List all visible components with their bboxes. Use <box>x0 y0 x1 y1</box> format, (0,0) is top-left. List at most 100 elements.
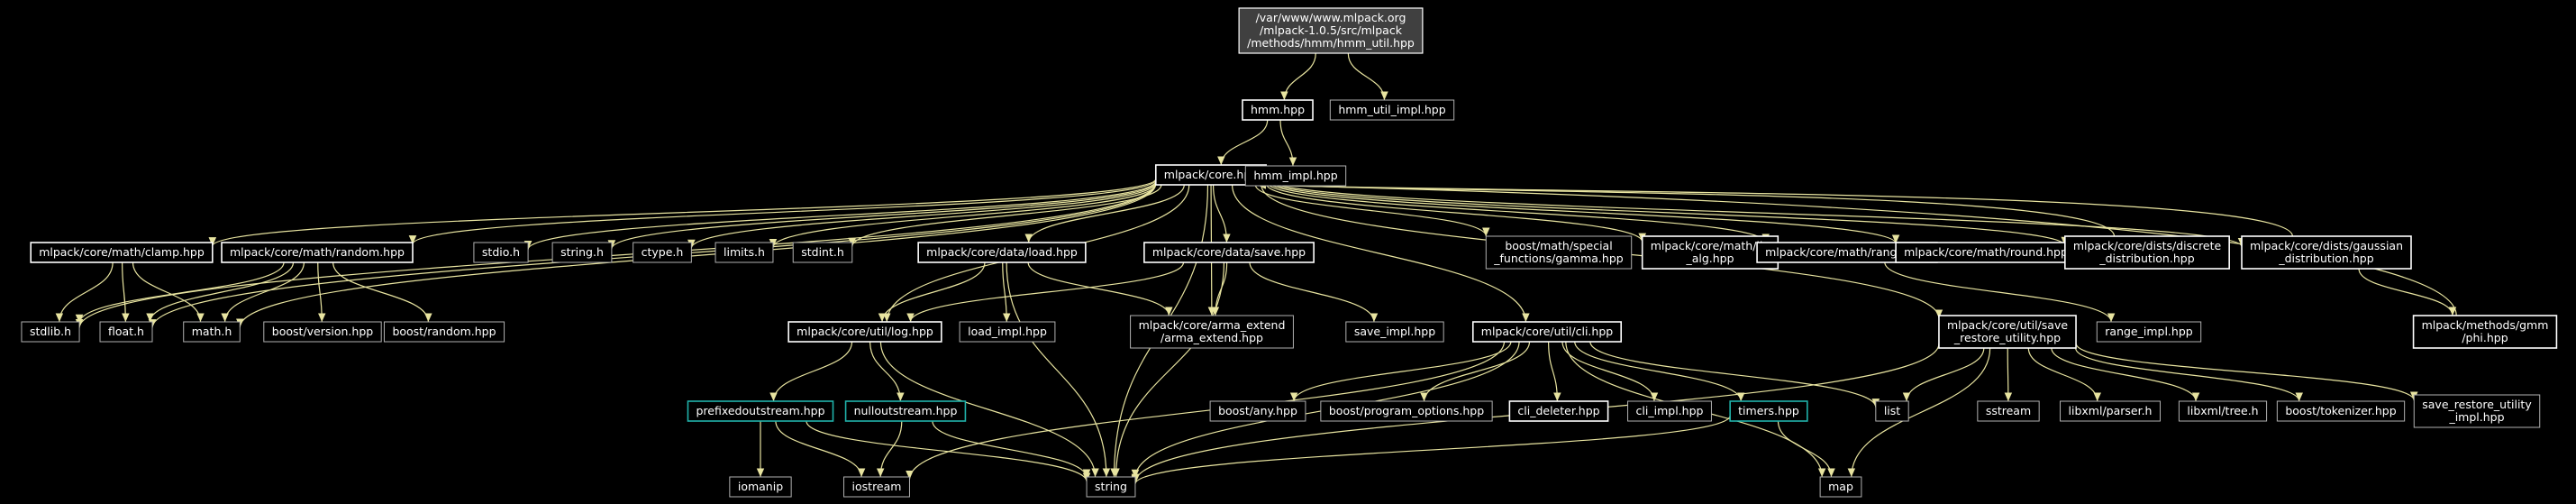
graph-node-discrete[interactable]: mlpack/core/dists/discrete_distribution.… <box>2064 235 2230 270</box>
node-label: save_restore_utility <box>2422 398 2532 411</box>
graph-node-boost-tokenizer[interactable]: boost/tokenizer.hpp <box>2276 400 2406 422</box>
graph-node-hmm-util-impl[interactable]: hmm_util_impl.hpp <box>1329 99 1455 121</box>
graph-node-gaussian[interactable]: mlpack/core/dists/gaussian_distribution.… <box>2241 235 2412 270</box>
node-label: mlpack/core/dists/gaussian <box>2250 239 2403 252</box>
node-label: _functions/gamma.hpp <box>1493 252 1623 265</box>
graph-node-cli-impl[interactable]: cli_impl.hpp <box>1627 400 1712 422</box>
graph-node-limits[interactable]: limits.h <box>715 242 774 263</box>
node-box <box>383 321 505 343</box>
node-label: stdint.h <box>801 245 844 259</box>
include-edge-sru-to-boost-tokenizer <box>2075 347 2303 402</box>
include-edge-prefixed-to-string <box>806 420 1091 482</box>
include-edge-hmm-to-hmm-impl <box>1279 119 1297 167</box>
graph-node-hmm[interactable]: hmm.hpp <box>1242 99 1314 121</box>
graph-node-stdio[interactable]: stdio.h <box>473 242 529 263</box>
graph-node-string[interactable]: string <box>1086 476 1136 498</box>
node-box <box>1238 7 1424 54</box>
node-label: _distribution.hpp <box>2278 252 2373 265</box>
node-box <box>1485 235 1633 270</box>
graph-node-stdlib[interactable]: stdlib.h <box>21 321 80 343</box>
graph-node-libxml-tree[interactable]: libxml/tree.h <box>2178 400 2268 422</box>
node-label: boost/any.hpp <box>1218 404 1297 417</box>
graph-node-phi[interactable]: mlpack/methods/gmm/phi.hpp <box>2412 315 2558 349</box>
node-label: mlpack/core/math/random.hpp <box>230 245 405 259</box>
node-label: hmm.hpp <box>1251 103 1305 116</box>
graph-node-sru-impl[interactable]: save_restore_utility_impl.hpp <box>2413 394 2541 428</box>
graph-node-stdint[interactable]: stdint.h <box>792 242 853 263</box>
graph-node-map[interactable]: map <box>1819 476 1862 498</box>
graph-node-hmm-impl[interactable]: hmm_impl.hpp <box>1244 165 1347 187</box>
graph-node-load[interactable]: mlpack/core/data/load.hpp <box>917 242 1087 263</box>
node-box <box>1345 321 1444 343</box>
node-label: mlpack/core/dists/discrete <box>2073 239 2222 252</box>
graph-node-save-impl[interactable]: save_impl.hpp <box>1345 321 1444 343</box>
graph-node-boost-any[interactable]: boost/any.hpp <box>1209 400 1306 422</box>
include-edge-cli-to-iostream <box>906 341 1506 480</box>
node-label: mlpack/methods/gmm <box>2422 318 2549 332</box>
include-edge-hmm-to-core <box>1217 119 1269 166</box>
node-label: load_impl.hpp <box>968 325 1047 338</box>
graph-node-log[interactable]: mlpack/core/util/log.hpp <box>787 321 942 343</box>
node-label: iomanip <box>738 480 783 493</box>
node-box <box>1130 315 1294 349</box>
graph-node-prefixed[interactable]: prefixedoutstream.hpp <box>687 400 834 422</box>
graph-node-cli-deleter[interactable]: cli_deleter.hpp <box>1508 400 1609 422</box>
node-box <box>263 321 382 343</box>
node-box <box>183 321 241 343</box>
graph-node-math[interactable]: math.h <box>183 321 241 343</box>
graph-node-arma-extend[interactable]: mlpack/core/arma_extend/arma_extend.hpp <box>1130 315 1294 349</box>
node-label: boost/program_options.hpp <box>1329 404 1484 417</box>
graph-node-sru[interactable]: mlpack/core/util/save_restore_utility.hp… <box>1938 315 2077 349</box>
node-box <box>221 242 414 263</box>
graph-node-nullout[interactable]: nulloutstream.hpp <box>844 400 967 422</box>
graph-node-sstream[interactable]: sstream <box>1977 400 2040 422</box>
graph-node-timers[interactable]: timers.hpp <box>1729 400 1808 422</box>
node-box <box>792 242 853 263</box>
node-label: map <box>1828 480 1853 493</box>
graph-node-iostream[interactable]: iostream <box>843 476 910 498</box>
include-edge-range-to-range-impl <box>1884 261 2116 323</box>
include-edge-root-to-hmm <box>1280 52 1316 101</box>
node-label: stdio.h <box>482 245 520 259</box>
graph-node-string-h[interactable]: string.h <box>551 242 613 263</box>
node-box <box>2276 400 2406 422</box>
graph-node-lin-alg[interactable]: mlpack/core/math/lin_alg.hpp <box>1641 235 1780 270</box>
graph-node-random[interactable]: mlpack/core/math/random.hpp <box>221 242 414 263</box>
include-edge-cli-to-cli-impl <box>1561 341 1659 402</box>
node-box <box>729 476 792 498</box>
graph-node-list[interactable]: list <box>1875 400 1909 422</box>
node-label: mlpack/core/math/range.hpp <box>1765 245 1929 259</box>
graph-node-range-impl[interactable]: range_impl.hpp <box>2096 321 2202 343</box>
node-box <box>1641 235 1780 270</box>
node-label: mlpack/core.hpp <box>1164 168 1258 181</box>
include-edge-random-to-boost-random <box>332 261 432 323</box>
include-edge-load-to-log <box>878 261 986 323</box>
node-box <box>1471 321 1623 343</box>
node-box <box>99 321 153 343</box>
graph-node-save[interactable]: mlpack/core/data/save.hpp <box>1143 242 1315 263</box>
include-edge-cli-to-cli-deleter <box>1548 341 1561 402</box>
graph-node-load-impl[interactable]: load_impl.hpp <box>959 321 1056 343</box>
include-edge-save-to-string <box>1112 261 1225 478</box>
graph-node-round[interactable]: mlpack/core/math/round.hpp <box>1895 242 2077 263</box>
graph-node-gamma[interactable]: boost/math/special_functions/gamma.hpp <box>1485 235 1633 270</box>
include-edge-timers-to-string <box>1131 415 1731 485</box>
node-box <box>1143 242 1315 263</box>
node-label: _impl.hpp <box>2448 410 2504 424</box>
graph-node-cli[interactable]: mlpack/core/util/cli.hpp <box>1471 321 1623 343</box>
graph-node-boost-po[interactable]: boost/program_options.hpp <box>1320 400 1493 422</box>
node-label: /phi.hpp <box>2462 331 2508 344</box>
node-box <box>2064 235 2230 270</box>
graph-node-clamp[interactable]: mlpack/core/math/clamp.hpp <box>30 242 214 263</box>
node-label: boost/tokenizer.hpp <box>2285 404 2396 417</box>
graph-node-range[interactable]: mlpack/core/math/range.hpp <box>1756 242 1938 263</box>
graph-node-float[interactable]: float.h <box>99 321 153 343</box>
node-label: sstream <box>1986 404 2031 417</box>
graph-node-boost-version[interactable]: boost/version.hpp <box>263 321 382 343</box>
graph-node-libxml-parser[interactable]: libxml/parser.h <box>2060 400 2161 422</box>
graph-node-iomanip[interactable]: iomanip <box>729 476 792 498</box>
include-edge-prefixed-to-iostream <box>775 420 866 478</box>
graph-node-boost-random[interactable]: boost/random.hpp <box>383 321 505 343</box>
node-label: mlpack/core/util/save <box>1947 318 2068 332</box>
graph-node-ctype[interactable]: ctype.h <box>633 242 692 263</box>
